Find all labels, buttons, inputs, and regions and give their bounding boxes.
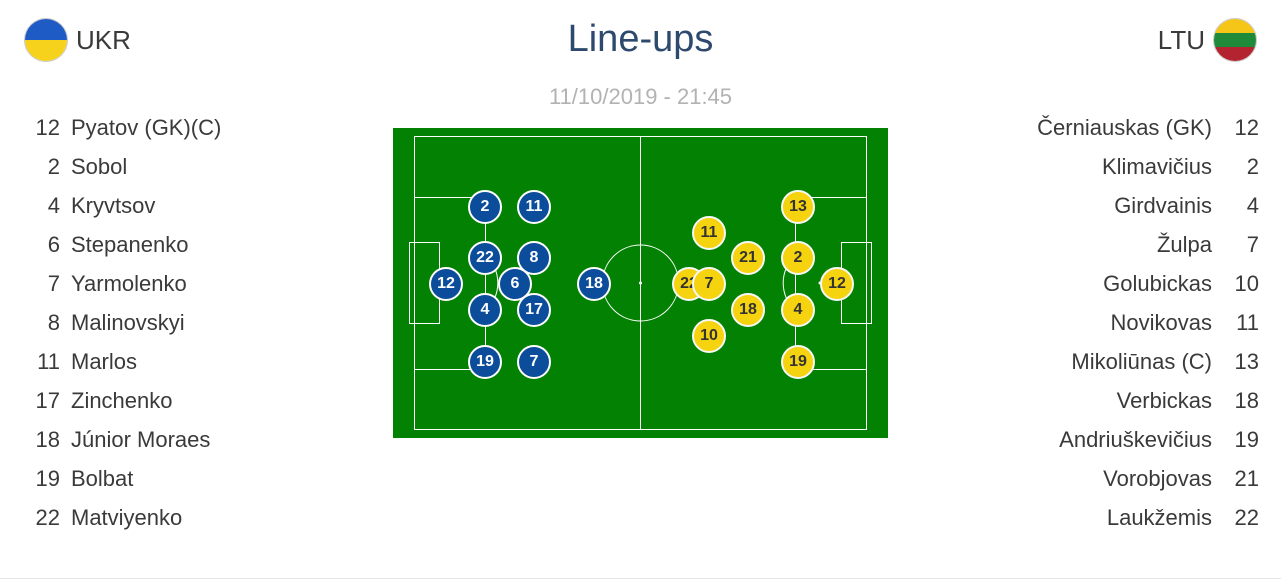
- player-number: 22: [1234, 505, 1259, 531]
- list-item[interactable]: 7 Yarmolenko: [22, 264, 221, 303]
- list-item[interactable]: 6 Stepanenko: [22, 225, 221, 264]
- list-item[interactable]: 4 Kryvtsov: [22, 186, 221, 225]
- player-number: 13: [1234, 349, 1259, 375]
- player-number: 17: [35, 388, 60, 414]
- home-team-header: UKR: [24, 18, 131, 62]
- match-datetime: 11/10/2019 - 21:45: [548, 84, 733, 109]
- player-name: Júnior Moraes: [71, 427, 211, 453]
- ukraine-flag-icon: [24, 18, 68, 62]
- player-name: Žulpa: [1156, 231, 1212, 257]
- pitch-markings: [409, 136, 872, 430]
- list-item[interactable]: 2 Sobol: [22, 147, 221, 186]
- player-name: Kryvtsov: [71, 192, 156, 218]
- home-team-code: UKR: [76, 24, 131, 55]
- player-name: Andriuškevičius: [1059, 427, 1212, 453]
- list-item[interactable]: Laukžemis 22: [1037, 499, 1259, 538]
- pitch-marker-ukr[interactable]: 4: [468, 293, 502, 327]
- list-item[interactable]: Andriuškevičius 19: [1037, 421, 1259, 460]
- pitch-marker-ltu[interactable]: 10: [692, 319, 726, 353]
- list-item[interactable]: Klimavičius 2: [1037, 147, 1259, 186]
- player-number: 6: [47, 231, 60, 257]
- pitch-marker-ltu[interactable]: 7: [692, 267, 726, 301]
- list-item[interactable]: Golubickas 10: [1037, 264, 1259, 303]
- player-number: 19: [1234, 427, 1259, 453]
- list-item[interactable]: 11 Marlos: [22, 343, 221, 382]
- page-title: Line-ups: [567, 18, 714, 60]
- list-item[interactable]: 22 Matviyenko: [22, 499, 221, 538]
- player-number: 12: [35, 114, 60, 140]
- list-item[interactable]: Mikoliūnas (C) 13: [1037, 343, 1259, 382]
- pitch-marker-ukr[interactable]: 19: [468, 345, 502, 379]
- player-name: Vorobjovas: [1103, 466, 1212, 492]
- player-number: 22: [35, 505, 60, 531]
- player-name: Novikovas: [1110, 310, 1212, 336]
- player-name: Laukžemis: [1106, 505, 1212, 531]
- player-number: 21: [1234, 466, 1259, 492]
- player-name: Mikoliūnas (C): [1071, 349, 1212, 375]
- pitch-marker-ukr[interactable]: 11: [517, 190, 551, 224]
- pitch-marker-ltu[interactable]: 21: [731, 241, 765, 275]
- list-item[interactable]: 18 Júnior Moraes: [22, 421, 221, 460]
- player-number: 2: [1246, 153, 1259, 179]
- player-number: 8: [47, 310, 60, 336]
- pitch-marker-ukr[interactable]: 18: [577, 267, 611, 301]
- player-number: 19: [35, 466, 60, 492]
- player-number: 4: [47, 192, 60, 218]
- away-lineup-list: Černiauskas (GK) 12 Klimavičius 2 Girdvain…: [1037, 108, 1259, 538]
- player-number: 12: [1234, 114, 1259, 140]
- player-name: Pyatov (GK)(C): [71, 114, 222, 140]
- player-number: 10: [1234, 270, 1259, 296]
- player-name: Sobol: [71, 153, 128, 179]
- list-item[interactable]: 17 Zinchenko: [22, 382, 221, 421]
- player-name: Bolbat: [71, 466, 134, 492]
- player-number: 7: [1246, 231, 1259, 257]
- player-number: 18: [35, 427, 60, 453]
- away-team-code: LTU: [1157, 24, 1205, 55]
- player-number: 4: [1246, 192, 1259, 218]
- football-pitch: 2 11 22 8 12 6 4 17 19 7 18 13 11 21 2 2…: [393, 128, 888, 438]
- list-item[interactable]: Girdvainis 4: [1037, 186, 1259, 225]
- list-item[interactable]: Novikovas 11: [1037, 303, 1259, 342]
- away-team-header: LTU: [1158, 18, 1257, 62]
- list-item[interactable]: Vorobjovas 21: [1037, 460, 1259, 499]
- pitch-marker-ltu[interactable]: 13: [781, 190, 815, 224]
- player-name: Matviyenko: [71, 505, 183, 531]
- player-number: 2: [47, 153, 60, 179]
- player-number: 18: [1234, 388, 1259, 414]
- player-name: Klimavičius: [1101, 153, 1212, 179]
- list-item[interactable]: Černiauskas (GK) 12: [1037, 108, 1259, 147]
- player-name: Girdvainis: [1114, 192, 1212, 218]
- pitch-marker-ukr[interactable]: 7: [517, 345, 551, 379]
- player-name: Zinchenko: [71, 388, 173, 414]
- divider: [0, 578, 1281, 579]
- player-number: 7: [47, 270, 60, 296]
- list-item[interactable]: 19 Bolbat: [22, 460, 221, 499]
- list-item[interactable]: 8 Malinovskyi: [22, 303, 221, 342]
- pitch-marker-ukr[interactable]: 12: [429, 267, 463, 301]
- pitch-marker-ukr[interactable]: 22: [468, 241, 502, 275]
- pitch-marker-ltu[interactable]: 4: [781, 293, 815, 327]
- home-lineup-list: 12 Pyatov (GK)(C) 2 Sobol 4 Kryvtsov 6 Stepa…: [22, 108, 222, 538]
- player-number: 11: [1236, 310, 1259, 336]
- player-name: Yarmolenko: [71, 270, 187, 296]
- player-name: Stepanenko: [71, 231, 189, 257]
- player-name: Marlos: [71, 349, 138, 375]
- player-name: Malinovskyi: [71, 310, 185, 336]
- player-name: Golubickas: [1103, 270, 1212, 296]
- player-number: 11: [37, 349, 60, 375]
- list-item[interactable]: Žulpa 7: [1037, 225, 1259, 264]
- pitch-marker-ltu[interactable]: 18: [731, 293, 765, 327]
- pitch-marker-ltu[interactable]: 12: [820, 267, 854, 301]
- pitch-marker-ukr[interactable]: 8: [517, 241, 551, 275]
- pitch-marker-ltu[interactable]: 11: [692, 216, 726, 250]
- pitch-marker-ukr[interactable]: 2: [468, 190, 502, 224]
- pitch-marker-ltu[interactable]: 19: [781, 345, 815, 379]
- player-name: Verbickas: [1116, 388, 1212, 414]
- list-item[interactable]: Verbickas 18: [1037, 382, 1259, 421]
- player-name: Černiauskas (GK): [1037, 114, 1212, 140]
- lithuania-flag-icon: [1213, 18, 1257, 62]
- list-item[interactable]: 12 Pyatov (GK)(C): [22, 108, 222, 147]
- pitch-marker-ltu[interactable]: 2: [781, 241, 815, 275]
- pitch-marker-ukr[interactable]: 17: [517, 293, 551, 327]
